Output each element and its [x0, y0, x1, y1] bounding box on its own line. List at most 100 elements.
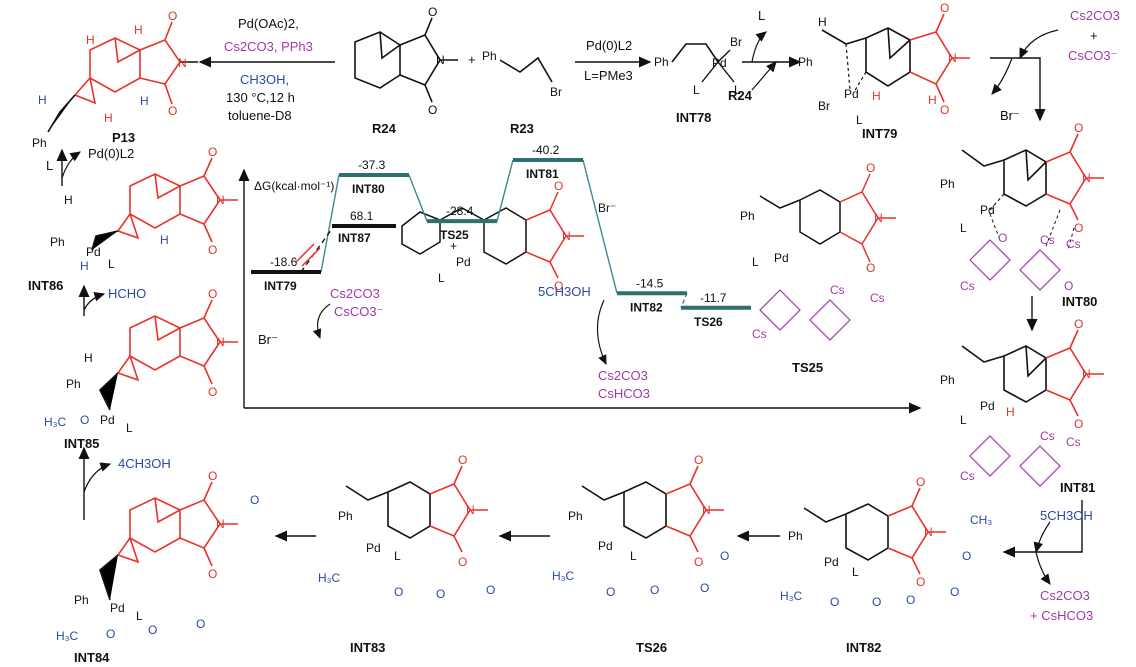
int86-structure: Ph Pd L H H O N O H: [50, 145, 238, 273]
svg-text:L: L: [856, 113, 863, 127]
svg-text:L: L: [136, 609, 143, 623]
int83-structure: Ph Pd L O N O H₃C O O O: [318, 453, 495, 601]
svg-text:O: O: [148, 623, 157, 637]
ts25-inset-label: TS25: [792, 360, 823, 375]
svg-text:O: O: [1074, 221, 1083, 235]
int78-label: INT78: [676, 110, 711, 125]
value-label-ts25: -28.4: [446, 204, 474, 218]
int79-cs2co3: Cs2CO3: [1070, 8, 1120, 23]
svg-text:O: O: [650, 583, 659, 597]
svg-text:H: H: [134, 23, 143, 37]
int79-csco3: CsCO3⁻: [1068, 48, 1117, 63]
value-label-int80: -37.3: [358, 158, 386, 172]
ts25-structure: Ph Pd L O N O Cs Cs Cs: [740, 161, 896, 341]
plus-sign: +: [468, 52, 476, 67]
svg-text:H: H: [80, 259, 89, 273]
svg-text:N: N: [924, 525, 933, 539]
svg-text:N: N: [948, 51, 957, 65]
svg-text:H: H: [818, 15, 827, 29]
svg-text:O: O: [486, 583, 495, 597]
curve-pd-release: [61, 151, 81, 179]
svg-text:Br: Br: [818, 99, 830, 113]
anno-methanol-in: 5CH3OH: [538, 284, 591, 299]
svg-text:Cs: Cs: [960, 279, 975, 293]
svg-text:Ph: Ph: [940, 373, 955, 387]
energy-profile: ΔG(kcal·mol⁻¹) Pd L + O N O Br⁻ Ph Pd L …: [238, 143, 922, 414]
svg-text:Cs: Cs: [870, 291, 885, 305]
svg-text:N: N: [702, 503, 711, 517]
svg-text:N: N: [436, 53, 445, 67]
svg-text:O: O: [208, 287, 217, 301]
svg-text:O: O: [694, 453, 703, 467]
svg-text:O: O: [916, 475, 925, 489]
connector-int81-int82: [582, 159, 618, 294]
svg-text:O: O: [940, 103, 949, 117]
svg-text:N: N: [562, 229, 571, 243]
y-axis-label: ΔG(kcal·mol⁻¹): [254, 179, 334, 193]
svg-text:H: H: [928, 93, 937, 107]
svg-text:O: O: [872, 595, 881, 609]
svg-text:Ph: Ph: [740, 209, 755, 223]
svg-text:N: N: [466, 503, 475, 517]
int81-structure: Ph Pd L O N O H Cs Cs Cs: [940, 317, 1104, 487]
svg-text:O: O: [700, 581, 709, 595]
svg-text:O: O: [196, 617, 205, 631]
svg-text:Pd: Pd: [844, 87, 859, 101]
svg-text:L: L: [960, 413, 967, 427]
svg-text:L: L: [852, 565, 859, 579]
svg-text:Ph: Ph: [74, 593, 89, 607]
svg-text:Pd: Pd: [712, 56, 727, 70]
svg-text:Br: Br: [550, 85, 562, 99]
svg-text:O: O: [694, 555, 703, 569]
svg-text:Pd: Pd: [456, 255, 471, 269]
svg-text:L: L: [693, 83, 700, 97]
p13-structure: O N O H H H H H Ph: [32, 9, 198, 150]
svg-text:O: O: [436, 587, 445, 601]
cond-ch3oh: CH3OH,: [240, 72, 289, 87]
state-label-int82: INT82: [630, 300, 663, 314]
value-label-int81: -40.2: [532, 143, 560, 157]
svg-text:O: O: [866, 161, 875, 175]
value-label-int79: -18.6: [270, 255, 298, 269]
svg-text:O: O: [394, 585, 403, 599]
r23-structure: Ph Br: [482, 49, 562, 99]
cond-cs2co3: Cs2CO3, PPh3: [224, 39, 313, 54]
anno-cs2co3-out: Cs2CO3: [598, 368, 648, 383]
anno-cshco3-out: CsHCO3: [598, 386, 650, 401]
connector-int79-int87: [300, 225, 335, 273]
svg-text:O: O: [720, 549, 729, 563]
svg-text:H₃C: H₃C: [780, 589, 803, 603]
ts26-bottom-label: TS26: [636, 640, 667, 655]
svg-text:Ph: Ph: [50, 235, 65, 249]
svg-text:Br: Br: [730, 35, 742, 49]
anno-csco3-in: CsCO3⁻: [334, 304, 383, 319]
int78-structure: Ph Pd Br L L: [654, 35, 742, 97]
int82-structure: Ph Pd L O N O H₃C O O O O O CH₃: [780, 475, 992, 609]
svg-text:H₃C: H₃C: [318, 571, 341, 585]
svg-text:O: O: [940, 1, 949, 15]
svg-text:Ph: Ph: [568, 509, 583, 523]
int81-cs2co3-out: Cs2CO3: [1040, 588, 1090, 603]
svg-text:N: N: [178, 56, 187, 70]
svg-text:O: O: [428, 5, 437, 19]
svg-text:Ph: Ph: [798, 55, 813, 69]
anno-curve-right: [596, 299, 607, 365]
svg-text:O: O: [830, 595, 839, 609]
svg-text:O: O: [554, 279, 563, 293]
svg-text:O: O: [906, 593, 915, 607]
svg-text:N: N: [216, 517, 225, 531]
anno-br-out: Br⁻: [258, 332, 278, 347]
int85-structure: Ph Pd L H O N O H₃C O: [44, 287, 238, 435]
svg-text:O: O: [1074, 417, 1083, 431]
svg-text:H: H: [84, 351, 93, 365]
svg-text:O: O: [80, 413, 89, 427]
svg-text:H: H: [38, 93, 47, 107]
blocked-mark-b: [301, 247, 321, 267]
svg-text:O: O: [208, 145, 217, 159]
svg-text:Ph: Ph: [788, 529, 803, 543]
cond-pd0l2: Pd(0)L2: [586, 38, 632, 53]
value-label-ts26: -11.7: [700, 291, 727, 305]
svg-text:Ph: Ph: [482, 49, 497, 63]
svg-text:Pd: Pd: [100, 413, 115, 427]
svg-text:O: O: [1074, 317, 1083, 331]
